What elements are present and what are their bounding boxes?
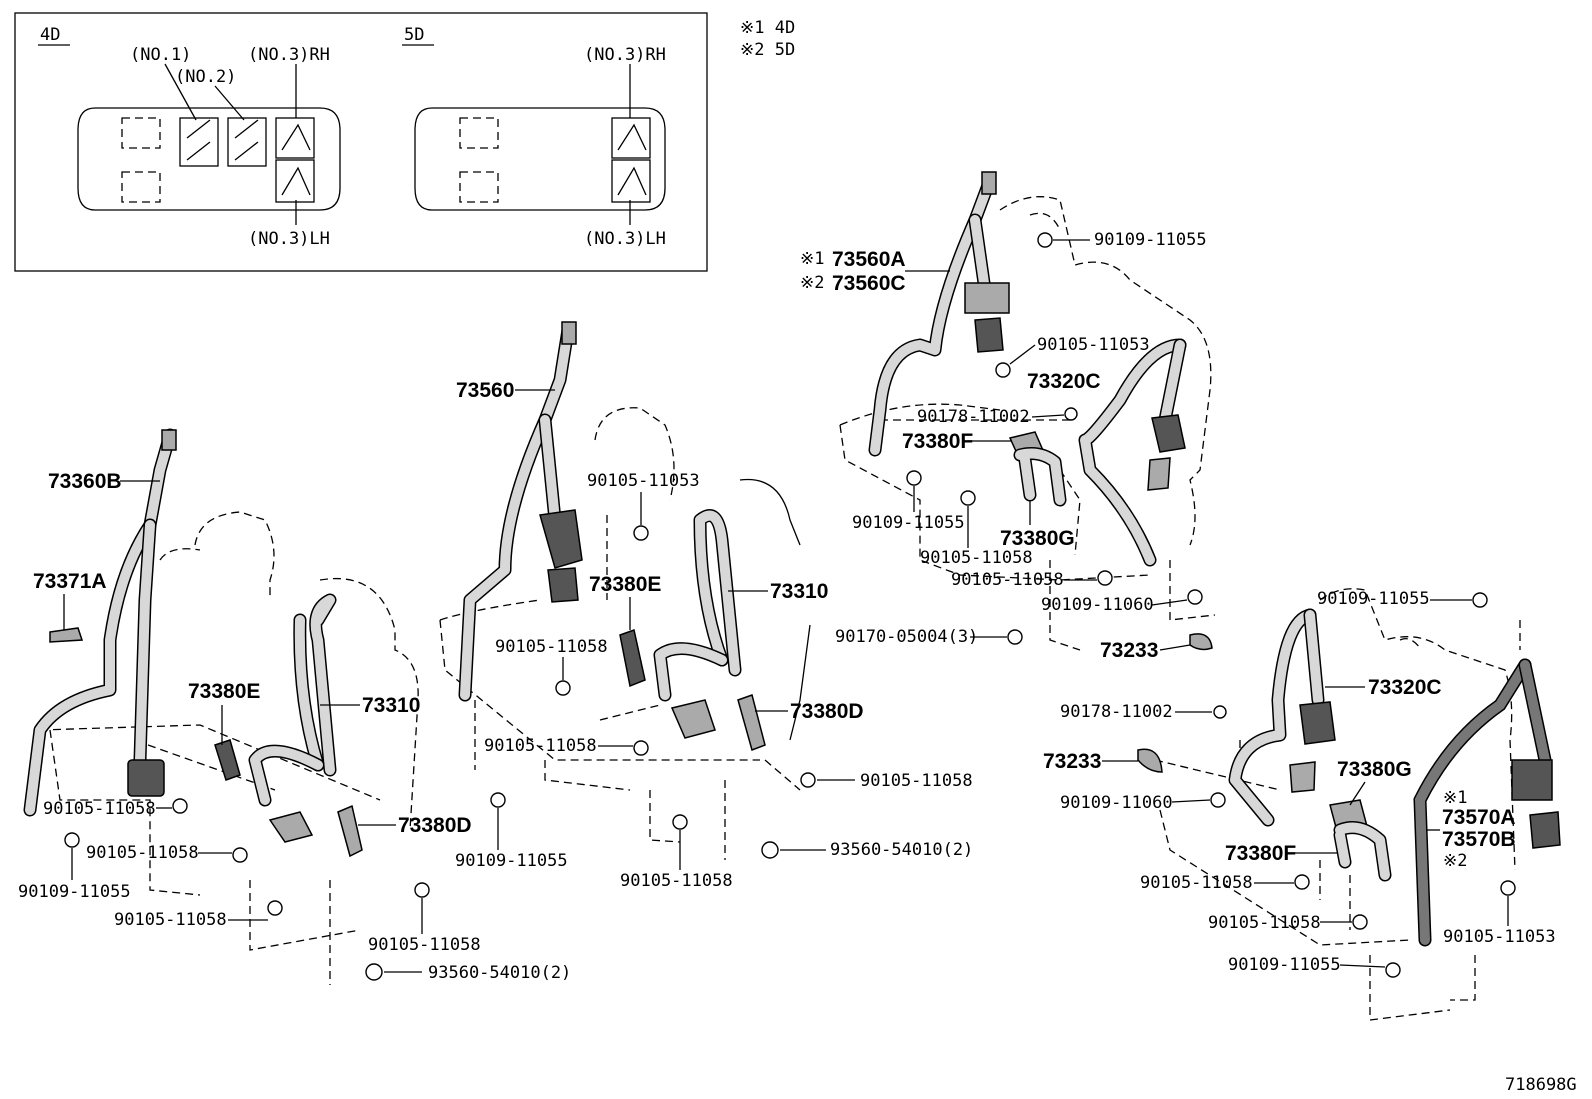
label-73570b: 73570B <box>1442 828 1516 851</box>
inset-no3rh-5d: (NO.3)RH <box>584 45 666 65</box>
label-73560c: 73560C <box>832 272 906 295</box>
label-73380f-g4: 73380F <box>1225 842 1296 865</box>
label-73320c-g3: 73320C <box>1027 370 1101 393</box>
label-73380e-g2: 73380E <box>589 573 661 596</box>
label-g4-90109-11060: 90109-11060 <box>1060 793 1173 813</box>
label-73233-g4: 73233 <box>1043 750 1101 773</box>
inset-5d-label: 5D <box>404 25 424 45</box>
label-g4-90105-11058-b: 90105-11058 <box>1208 913 1321 933</box>
label-g2-90105-11058-d: 90105-11058 <box>620 871 733 891</box>
label-g4-90105-11053: 90105-11053 <box>1443 927 1556 947</box>
layout-inset: 4D 5D (NO.1) (NO.2) (NO.3)RH (NO.3)LH <box>14 12 708 272</box>
car-4d-outline <box>77 107 341 211</box>
retractor-73360b <box>127 759 165 797</box>
inset-no3rh-4d: (NO.3)RH <box>248 45 330 65</box>
inset-no2: (NO.2) <box>175 67 236 87</box>
inset-no3lh-5d: (NO.3)LH <box>584 229 666 249</box>
label-73310-g1: 73310 <box>362 694 420 717</box>
inset-4d-label: 4D <box>40 25 60 45</box>
label-g3-90105-11058-a: 90105-11058 <box>920 548 1033 568</box>
label-g3-90105-11058-b: 90105-11058 <box>951 570 1064 590</box>
label-73380g-g3: 73380G <box>1000 527 1075 550</box>
seat-group-3: ※1 73560A ※2 73560C 90109-11055 90105-11… <box>800 171 1216 662</box>
label-73233-g3: 73233 <box>1100 639 1158 662</box>
inset-no3lh-4d: (NO.3)LH <box>248 229 330 249</box>
label-73380g-g4: 73380G <box>1337 758 1412 781</box>
label-g1-90105-11058-d: 90105-11058 <box>368 935 481 955</box>
label-g1-90105-11058-b: 90105-11058 <box>86 843 199 863</box>
label-g4-90109-11055-a: 90109-11055 <box>1317 589 1430 609</box>
label-73380f-g3: 73380F <box>902 430 973 453</box>
retractor-73570 <box>1511 759 1553 801</box>
label-g2-90105-11058-b: 90105-11058 <box>484 736 597 756</box>
label-73360b: 73360B <box>48 470 122 493</box>
label-g4-90109-11055-b: 90109-11055 <box>1228 955 1341 975</box>
label-g1-90105-11058-a: 90105-11058 <box>43 799 156 819</box>
label-73310-g2: 73310 <box>770 580 828 603</box>
label-73380d-g2: 73380D <box>790 700 864 723</box>
label-g3-90109-11055-b: 90109-11055 <box>852 513 965 533</box>
label-g2-90105-11058-c: 90105-11058 <box>860 771 973 791</box>
label-73570a: 73570A <box>1442 806 1516 829</box>
label-g1-90109-11055: 90109-11055 <box>18 882 131 902</box>
label-g4-90178-11002: 90178-11002 <box>1060 702 1173 722</box>
label-g3-90178-11002: 90178-11002 <box>917 407 1030 427</box>
label-g3-90105-11053: 90105-11053 <box>1037 335 1150 355</box>
label-g4-90105-11058-a: 90105-11058 <box>1140 873 1253 893</box>
label-g1-90105-11058-c: 90105-11058 <box>114 910 227 930</box>
label-g1-93560-54010: 93560-54010(2) <box>428 963 571 983</box>
note-2: ※2 5D <box>740 40 795 60</box>
label-g2-93560-54010: 93560-54010(2) <box>830 840 973 860</box>
inset-no1: (NO.1) <box>130 45 191 65</box>
label-73380e-g1: 73380E <box>188 680 260 703</box>
label-g4-note1: ※1 <box>1443 788 1467 808</box>
label-73371a: 73371A <box>33 570 107 593</box>
label-g3-90170-05004: 90170-05004(3) <box>835 627 978 647</box>
note-1: ※1 4D <box>740 18 795 38</box>
label-g3-90109-11055-a: 90109-11055 <box>1094 230 1207 250</box>
label-73560: 73560 <box>456 379 514 402</box>
label-g3-90109-11060: 90109-11060 <box>1041 595 1154 615</box>
label-g2-90109-11055: 90109-11055 <box>455 851 568 871</box>
seat-group-1: 73360B 73371A 73380E 73310 73380D 90105-… <box>18 428 571 985</box>
inset-frame <box>14 12 708 272</box>
label-g3-note1: ※1 <box>800 249 824 269</box>
figure-id: 718698G <box>1505 1075 1577 1095</box>
car-5d-outline <box>414 107 666 211</box>
label-g2-90105-11053: 90105-11053 <box>587 471 700 491</box>
label-73320c-g4: 73320C <box>1368 676 1442 699</box>
label-73560a: 73560A <box>832 248 906 271</box>
seat-group-4: 90109-11055 73320C 90178-11002 73233 733… <box>1043 588 1561 1021</box>
seat-group-2: 73560 90105-11053 73380E 73310 90105-110… <box>439 321 973 891</box>
label-73380d-g1: 73380D <box>398 814 472 837</box>
retractor-73560 <box>539 509 583 569</box>
label-g2-90105-11058-a: 90105-11058 <box>495 637 608 657</box>
retractor-73560a <box>964 282 1010 314</box>
label-g3-note2: ※2 <box>800 273 824 293</box>
label-g4-note2: ※2 <box>1443 851 1467 871</box>
